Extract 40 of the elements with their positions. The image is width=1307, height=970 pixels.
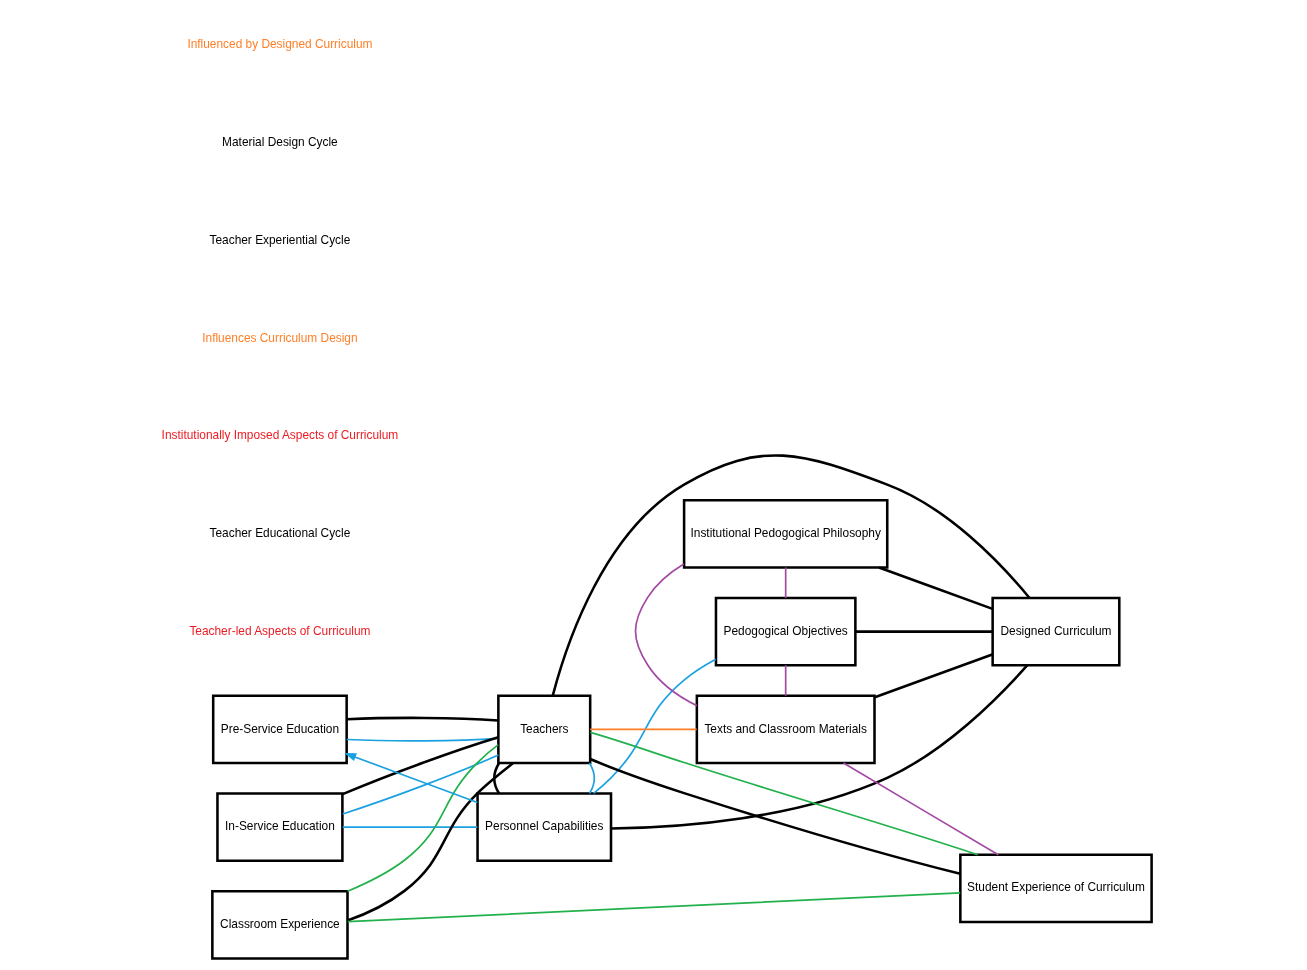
connector	[346, 744, 499, 893]
connector	[347, 762, 514, 922]
connector	[592, 658, 717, 795]
arrow	[344, 753, 479, 804]
connector	[342, 736, 499, 796]
connector	[611, 664, 1029, 830]
node-box: Pedogogical Objectives	[714, 596, 857, 667]
connector	[842, 762, 1000, 856]
connector	[341, 754, 500, 815]
label: Teacher-led Aspects of Curriculum	[189, 623, 371, 638]
connector	[589, 757, 961, 876]
connector	[589, 731, 979, 856]
node-box: Classroom Experience	[211, 890, 349, 960]
node-box: Student Experience of Curriculum	[959, 853, 1153, 924]
connector	[855, 630, 993, 633]
label: Teacher Educational Cycle	[209, 526, 351, 541]
connector	[346, 716, 499, 722]
label: Teacher Experiential Cycle	[209, 232, 351, 247]
node-box: Pre-Service Education	[211, 694, 348, 765]
connector	[551, 454, 1031, 696]
node-box: Teachers	[497, 694, 592, 765]
node-box: Texts and Classroom Materials	[695, 694, 876, 765]
connector	[346, 891, 962, 923]
connector	[874, 653, 993, 699]
node-box: Designed Curriculum	[991, 596, 1121, 667]
node-box: In-Service Education	[216, 792, 344, 862]
label: Influenced by Designed Curriculum	[187, 37, 373, 52]
label: Influences Curriculum Design	[202, 330, 358, 345]
connector	[784, 664, 787, 697]
connector	[588, 762, 596, 795]
connector	[589, 728, 698, 731]
connector	[493, 762, 501, 795]
label: Institutionally Imposed Aspects of Curriculum	[161, 428, 399, 443]
connector	[784, 566, 787, 599]
connector	[878, 566, 993, 611]
label: Material Design Cycle	[222, 135, 338, 150]
connector	[634, 563, 698, 707]
node-box: Institutional Pedogogical Philosophy	[682, 499, 889, 569]
connector	[341, 826, 479, 828]
node-box: Personnel Capabilities	[476, 792, 613, 862]
